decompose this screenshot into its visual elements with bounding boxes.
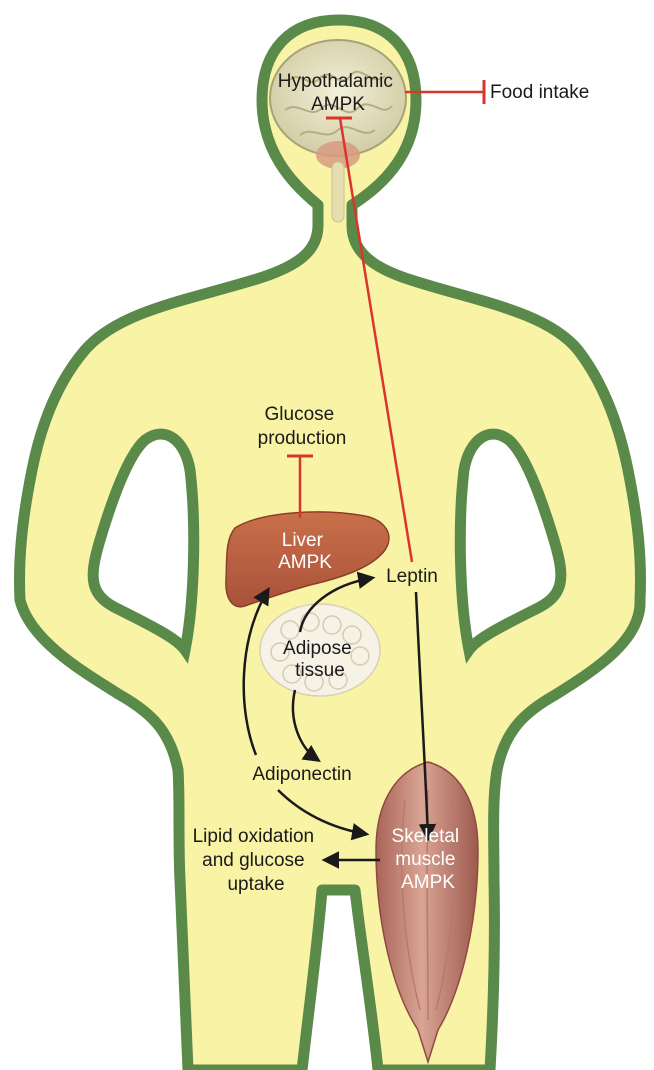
brain-icon bbox=[270, 40, 406, 222]
adiponectin-label: Adiponectin bbox=[252, 764, 351, 785]
leptin-label: Leptin bbox=[386, 566, 438, 587]
food-intake-label: Food intake bbox=[490, 82, 589, 103]
liver-ampk-label: Liver AMPK bbox=[278, 530, 332, 573]
skeletal-muscle-ampk-label: Skeletal muscle AMPK bbox=[392, 826, 465, 893]
